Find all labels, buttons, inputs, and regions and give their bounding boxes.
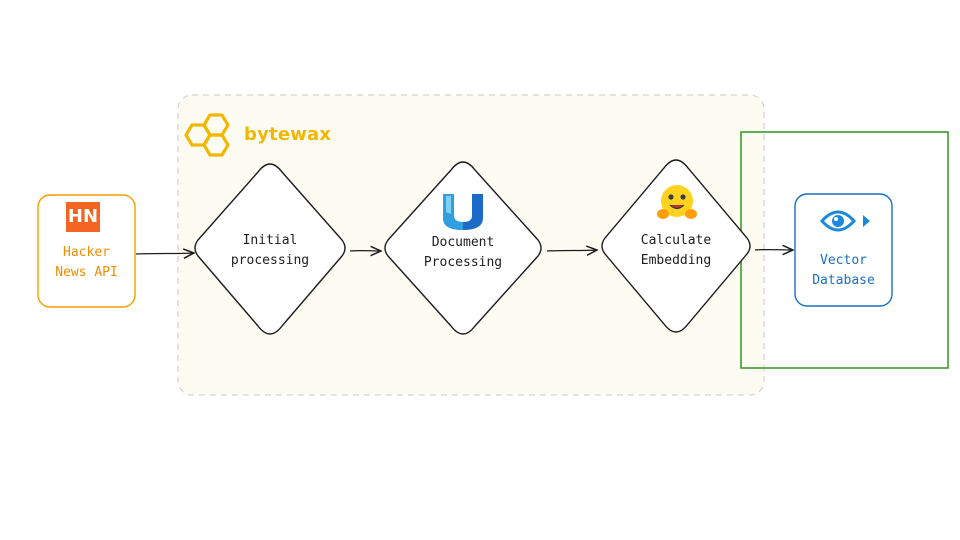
hacker-news-logo-icon: HN [66, 202, 100, 232]
bytewax-logo-icon [184, 113, 230, 157]
calculate-embedding-label: Calculate Embedding [640, 233, 712, 268]
hugging-face-emoji-icon [657, 185, 697, 219]
arrow-document-to-embedding [546, 250, 597, 251]
initial-processing-node [194, 163, 346, 335]
arrow-source-to-initial [135, 253, 194, 254]
initial-processing-label: Initial processing [230, 233, 310, 268]
calculate-embedding-node [601, 159, 751, 333]
vector-database-label: Vector Database [812, 253, 875, 288]
hacker-news-label: Hacker News API [55, 245, 118, 280]
hacker-news-node [37, 194, 136, 308]
document-processing-node [384, 161, 542, 335]
eye-icon [819, 210, 870, 232]
document-processing-label: Document Processing [423, 235, 503, 270]
bytewax-brand-label: bytewax [244, 124, 332, 145]
unstructured-logo-icon [443, 194, 483, 230]
